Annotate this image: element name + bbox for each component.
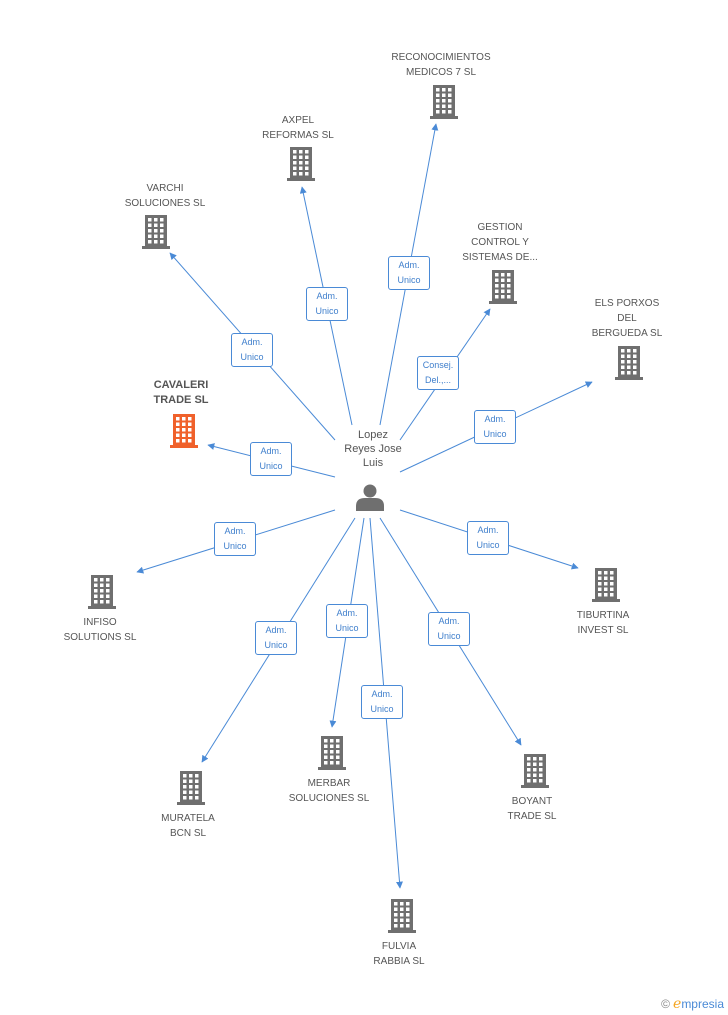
- role-label-axpel[interactable]: Adm. Unico: [306, 287, 348, 321]
- role-label-fulvia[interactable]: Adm. Unico: [361, 685, 403, 719]
- company-name-fulvia[interactable]: FULVIA RABBIA SL: [373, 941, 425, 967]
- role-label-gestion[interactable]: Consej. Del.,...: [417, 356, 459, 390]
- building-icon-reconocimientos[interactable]: [430, 85, 458, 119]
- building-icon-muratela[interactable]: [177, 771, 205, 805]
- person-icon[interactable]: [356, 484, 384, 512]
- company-name-axpel[interactable]: AXPEL REFORMAS SL: [262, 115, 334, 141]
- building-icon-boyant[interactable]: [521, 754, 549, 788]
- company-name-infiso[interactable]: INFISO SOLUTIONS SL: [63, 617, 137, 643]
- company-name-varchi[interactable]: VARCHI SOLUCIONES SL: [124, 183, 206, 209]
- company-name-cavaleri[interactable]: CAVALERI TRADE SL: [153, 379, 209, 406]
- building-icon-axpel[interactable]: [287, 147, 315, 181]
- building-icon-gestion[interactable]: [489, 270, 517, 304]
- role-label-cavaleri[interactable]: Adm. Unico: [250, 442, 292, 476]
- role-label-boyant[interactable]: Adm. Unico: [428, 612, 470, 646]
- role-label-elsporxos[interactable]: Adm. Unico: [474, 410, 516, 444]
- building-icon-fulvia[interactable]: [388, 899, 416, 933]
- building-icon-cavaleri[interactable]: [170, 414, 198, 448]
- company-name-tiburtina[interactable]: TIBURTINA INVEST SL: [576, 610, 630, 636]
- role-label-merbar[interactable]: Adm. Unico: [326, 604, 368, 638]
- role-label-varchi[interactable]: Adm. Unico: [231, 333, 273, 367]
- copyright-symbol: ©: [661, 997, 671, 1011]
- company-name-muratela[interactable]: MURATELA BCN SL: [161, 813, 215, 839]
- company-name-gestion[interactable]: GESTION CONTROL Y SISTEMAS DE...: [462, 222, 538, 263]
- role-label-infiso[interactable]: Adm. Unico: [214, 522, 256, 556]
- empresia-watermark: ©empresia: [661, 996, 724, 1012]
- building-icon-tiburtina[interactable]: [592, 568, 620, 602]
- center-person-name[interactable]: Lopez Reyes Jose Luis: [344, 429, 402, 469]
- building-icon-infiso[interactable]: [88, 575, 116, 609]
- role-label-reconocimientos[interactable]: Adm. Unico: [388, 256, 430, 290]
- brand-name: mpresia: [681, 997, 724, 1011]
- company-name-merbar[interactable]: MERBAR SOLUCIONES SL: [288, 778, 370, 804]
- role-label-tiburtina[interactable]: Adm. Unico: [467, 521, 509, 555]
- role-label-muratela[interactable]: Adm. Unico: [255, 621, 297, 655]
- company-name-reconocimientos[interactable]: RECONOCIMIENTOS MEDICOS 7 SL: [391, 52, 491, 78]
- building-icon-varchi[interactable]: [142, 215, 170, 249]
- building-icon-merbar[interactable]: [318, 736, 346, 770]
- building-icon-elsporxos[interactable]: [615, 346, 643, 380]
- brand-initial: e: [673, 996, 682, 1012]
- company-name-elsporxos[interactable]: ELS PORXOS DEL BERGUEDA SL: [591, 298, 663, 339]
- company-name-boyant[interactable]: BOYANT TRADE SL: [507, 796, 557, 822]
